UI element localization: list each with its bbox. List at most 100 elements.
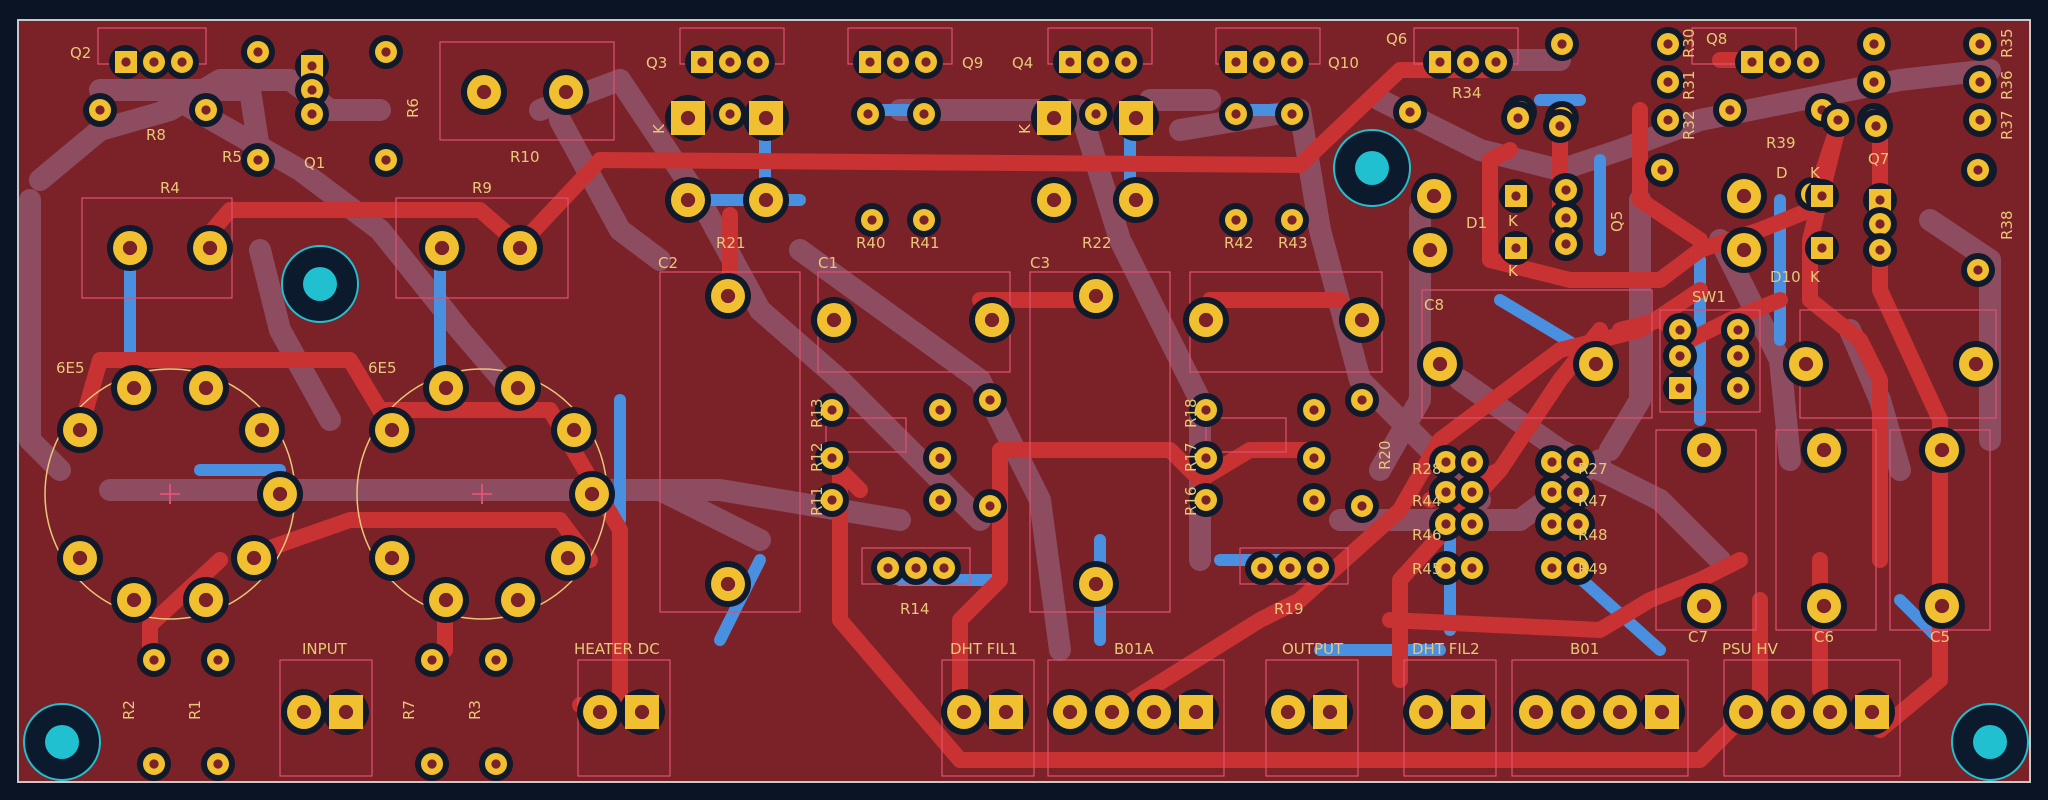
label-v1: 6E5 bbox=[56, 359, 85, 377]
pad-drill bbox=[198, 592, 214, 608]
pad-drill bbox=[149, 759, 159, 769]
pad-drill bbox=[1354, 312, 1370, 328]
pad-drill bbox=[1257, 563, 1267, 573]
label-r10: R10 bbox=[510, 148, 540, 166]
pad-drill bbox=[1803, 57, 1813, 67]
pad-drill bbox=[1663, 115, 1673, 125]
socket-centers bbox=[160, 484, 492, 504]
pad-drill bbox=[1198, 312, 1214, 328]
pad-drill bbox=[1231, 57, 1241, 67]
pad-drill bbox=[1547, 563, 1557, 573]
pad-drill bbox=[1822, 704, 1838, 720]
pad-drill bbox=[1557, 39, 1567, 49]
label-r47: R47 bbox=[1578, 492, 1608, 510]
pad-drill bbox=[956, 704, 972, 720]
label-q8: Q8 bbox=[1706, 30, 1727, 48]
label-r28: R28 bbox=[1412, 460, 1442, 478]
pad-drill bbox=[1973, 165, 1983, 175]
pad-drill bbox=[1065, 57, 1075, 67]
pad-drill bbox=[1973, 265, 1983, 275]
pad-drill bbox=[381, 47, 391, 57]
pad-drill bbox=[1432, 356, 1448, 372]
pad-drill bbox=[998, 704, 1014, 720]
pad-drill bbox=[1511, 243, 1521, 253]
pad-drill bbox=[512, 240, 528, 256]
label-r12: R12 bbox=[808, 442, 826, 472]
pad-drill bbox=[1555, 121, 1565, 131]
pad-drill bbox=[863, 109, 873, 119]
pad-drill bbox=[198, 380, 214, 396]
mounting-holes bbox=[23, 129, 2029, 781]
pad-drill bbox=[1422, 242, 1438, 258]
pad-drill bbox=[1736, 188, 1752, 204]
pad-drill bbox=[921, 57, 931, 67]
pad-drill bbox=[1968, 356, 1984, 372]
label-r9: R9 bbox=[472, 179, 492, 197]
label-r37: R37 bbox=[1998, 110, 2016, 140]
label-sw1: SW1 bbox=[1692, 288, 1726, 306]
pad-drill bbox=[1046, 192, 1062, 208]
pad-drill bbox=[935, 495, 945, 505]
pad-drill bbox=[1441, 519, 1451, 529]
pad-drill bbox=[1547, 519, 1557, 529]
pad-drill bbox=[1460, 704, 1476, 720]
pad-drill bbox=[1121, 57, 1131, 67]
label-k3: K bbox=[1810, 164, 1821, 182]
label-k4: K bbox=[1810, 268, 1821, 286]
pad-drill bbox=[566, 422, 582, 438]
pad-drill bbox=[1869, 39, 1879, 49]
pad-drill bbox=[1062, 704, 1078, 720]
pad-drill bbox=[1733, 383, 1743, 393]
label-r18: R18 bbox=[1182, 398, 1200, 428]
label-c2: C2 bbox=[658, 254, 678, 272]
pad-drill bbox=[1833, 115, 1843, 125]
pad-drill bbox=[1287, 57, 1297, 67]
label-r19: R19 bbox=[1274, 600, 1304, 618]
pad-drill bbox=[122, 240, 138, 256]
pad-drill bbox=[1088, 288, 1104, 304]
label-r32: R32 bbox=[1680, 110, 1698, 140]
label-r11: R11 bbox=[808, 486, 826, 516]
pad-drill bbox=[1663, 39, 1673, 49]
pad-drill bbox=[434, 240, 450, 256]
label-r6: R6 bbox=[404, 98, 422, 118]
label-d1: D1 bbox=[1466, 214, 1487, 232]
pad-drill bbox=[1357, 501, 1367, 511]
pad-drill bbox=[307, 61, 317, 71]
label-r30: R30 bbox=[1680, 28, 1698, 58]
pad-drill bbox=[272, 486, 288, 502]
label-k2: K bbox=[1508, 262, 1519, 280]
pad-drill bbox=[592, 704, 608, 720]
pad-drill bbox=[1733, 325, 1743, 335]
pad-drill bbox=[1663, 77, 1673, 87]
pad-drill bbox=[1313, 563, 1323, 573]
pad-drill bbox=[1547, 457, 1557, 467]
pad-drill bbox=[867, 215, 877, 225]
label-d: D bbox=[1776, 164, 1788, 182]
pad-drill bbox=[1467, 563, 1477, 573]
pad-drill bbox=[1287, 109, 1297, 119]
pad-drill bbox=[1309, 453, 1319, 463]
label-r49: R49 bbox=[1578, 560, 1608, 578]
pad-drill bbox=[758, 192, 774, 208]
pad-drill bbox=[1322, 704, 1338, 720]
pad-drill bbox=[1467, 519, 1477, 529]
pad-drill bbox=[1128, 110, 1144, 126]
pad-drill bbox=[558, 84, 574, 100]
mounting-hole-drill bbox=[1355, 151, 1389, 185]
pad-drill bbox=[1869, 77, 1879, 87]
pad-drill bbox=[1561, 239, 1571, 249]
label-r44: R44 bbox=[1412, 492, 1442, 510]
pad-drill bbox=[1775, 57, 1785, 67]
pad-drill bbox=[1875, 195, 1885, 205]
label-d10: D10 bbox=[1770, 268, 1801, 286]
label-heater: HEATER DC bbox=[574, 640, 660, 658]
pad-drill bbox=[72, 422, 88, 438]
pad-drill bbox=[1146, 704, 1162, 720]
label-c3: C3 bbox=[1030, 254, 1050, 272]
label-c7: C7 bbox=[1688, 628, 1708, 646]
label-v2: 6E5 bbox=[368, 359, 397, 377]
pad-drill bbox=[1871, 121, 1881, 131]
label-r48: R48 bbox=[1578, 526, 1608, 544]
pad-drill bbox=[1091, 109, 1101, 119]
